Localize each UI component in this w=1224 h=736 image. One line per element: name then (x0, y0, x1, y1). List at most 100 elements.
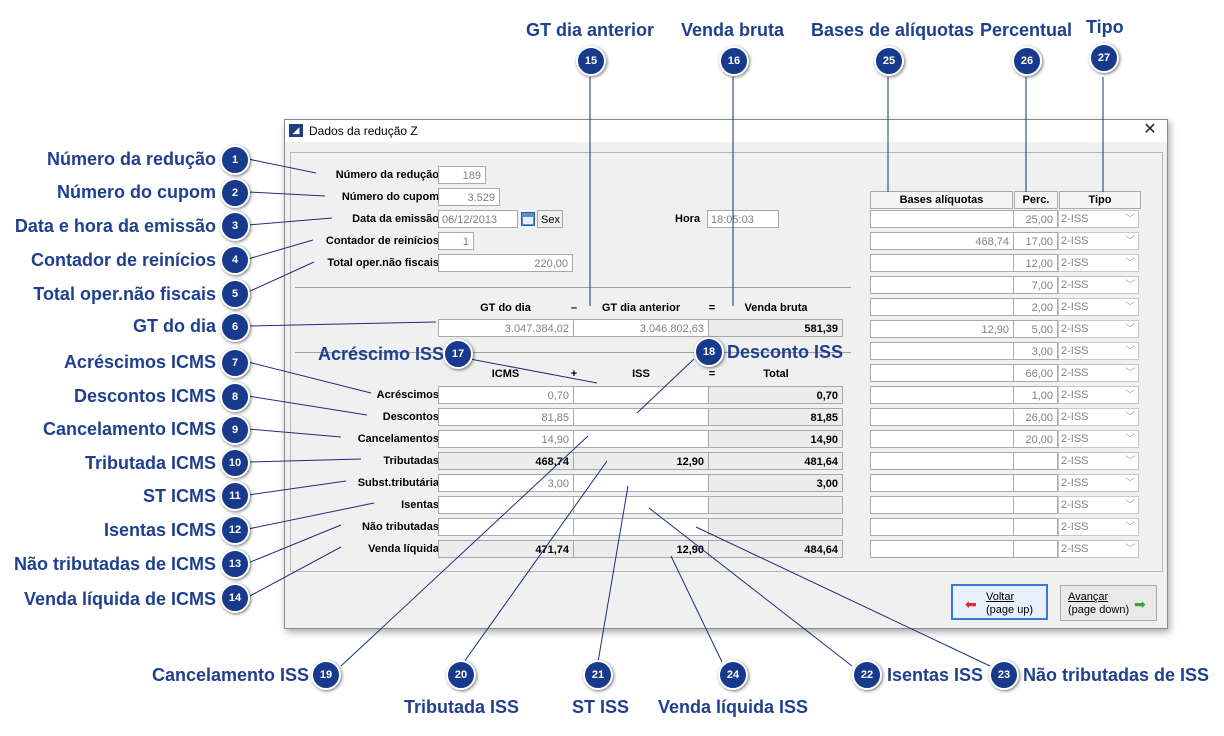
callout-13-badge: 13 (220, 549, 250, 579)
tipo-select[interactable]: 2-ISS ﹀ (1058, 364, 1139, 382)
callout-27-badge: 27 (1089, 43, 1119, 73)
percentual-cell[interactable]: 17,00 (1013, 232, 1058, 250)
callout-14-label: Venda líquida de ICMS (23, 589, 216, 609)
gt-anterior-field[interactable]: 3.046.802,63 (573, 319, 709, 337)
chevron-down-icon[interactable]: ﹀ (1125, 456, 1135, 467)
tipo-select[interactable]: 2-ISS﹀ (1058, 408, 1139, 426)
tipo-select[interactable]: 2-ISS﹀ (1058, 496, 1139, 514)
callout-2-label: Número do cupom (56, 182, 216, 202)
tipo-select[interactable]: 2-ISS﹀ (1058, 298, 1139, 316)
chevron-down-icon[interactable]: ﹀ (1125, 544, 1135, 555)
callout-19-badge: 19 (311, 660, 341, 690)
hora-field[interactable]: 18:05:03 (707, 210, 779, 228)
close-icon[interactable]: ✕ (1143, 121, 1157, 138)
chevron-down-icon[interactable]: ﹀ (1125, 280, 1135, 291)
icms-cell[interactable]: 0,70 (438, 386, 574, 404)
reducao-panel: Número da redução 189 Número do cupom 3.… (290, 152, 1163, 572)
base-aliquota-cell[interactable]: 12,90 (870, 320, 1014, 338)
callout-5-badge: 5 (220, 279, 250, 309)
percentual-cell[interactable] (1013, 474, 1058, 492)
total-cell: 14,90 (708, 430, 843, 448)
chevron-down-icon[interactable]: ﹀ (1125, 368, 1135, 379)
percentual-cell[interactable]: 3,00 (1013, 342, 1058, 360)
chevron-down-icon[interactable]: ﹀ (1125, 324, 1135, 335)
avancar-button[interactable]: Avançar (page down) ➡ (1060, 585, 1157, 621)
tipo-select[interactable]: 2-ISS﹀ (1058, 474, 1139, 492)
callout-25-label: Bases de alíquotas (811, 20, 975, 40)
chevron-down-icon[interactable]: ﹀ (1125, 302, 1135, 313)
tipo-select[interactable]: 2-ISS﹀ (1058, 342, 1139, 360)
percentual-cell[interactable]: 25,00 (1013, 210, 1058, 228)
percentual-cell[interactable]: 66,00 (1013, 364, 1058, 382)
percentual-cell[interactable]: 26,00 (1013, 408, 1058, 426)
chevron-down-icon[interactable]: ﹀ (1125, 500, 1135, 511)
tipo-select[interactable]: 2-ISS﹀ (1058, 452, 1139, 470)
percentual-cell[interactable]: 2,00 (1013, 298, 1058, 316)
tipo-select-value: 2-ISS (1061, 367, 1089, 379)
chevron-down-icon[interactable]: ﹀ (1125, 214, 1135, 225)
total-oper-nao-fiscais-field[interactable]: 220,00 (438, 254, 573, 272)
tipo-select[interactable]: 2-ISS﹀ (1058, 386, 1139, 404)
tipo-select[interactable]: 2-ISS﹀ (1058, 276, 1139, 294)
callout-21-badge: 21 (583, 660, 613, 690)
callout-23-badge: 23 (989, 660, 1019, 690)
icms-cell[interactable]: 81,85 (438, 408, 574, 426)
chevron-down-icon[interactable]: ﹀ (1125, 258, 1135, 269)
data-emissao-label: Data da emissão (352, 213, 439, 225)
tipo-select[interactable]: 2-ISS﹀ (1058, 254, 1139, 272)
percentual-cell[interactable] (1013, 452, 1058, 470)
callout-17-label: Acréscimo ISS (318, 344, 445, 364)
arrow-right-icon: ➡ (1134, 596, 1146, 612)
reducao-z-window: ◢ Dados da redução Z ✕ Número da redução… (284, 119, 1168, 629)
icms-cell[interactable]: 3,00 (438, 474, 574, 492)
tipo-select[interactable]: 2-ISS﹀ (1058, 518, 1139, 536)
totals-row-label: Acréscimos (376, 389, 439, 401)
chevron-down-icon[interactable]: ﹀ (1125, 236, 1135, 247)
weekday-badge: Sex (537, 210, 563, 228)
voltar-button[interactable]: ⬅ Voltar (page up) (951, 584, 1048, 620)
gt-dia-field[interactable]: 3.047.384,02 (438, 319, 574, 337)
percentual-cell[interactable]: 5,00 (1013, 320, 1058, 338)
chevron-down-icon[interactable]: ﹀ (1125, 522, 1135, 533)
callout-7-badge: 7 (220, 348, 250, 378)
tipo-select[interactable]: 2-ISS﹀ (1058, 430, 1139, 448)
total-cell: 81,85 (708, 408, 843, 426)
callout-11-label: ST ICMS (142, 486, 216, 506)
icms-cell[interactable]: 14,90 (438, 430, 574, 448)
contador-reinicios-field[interactable]: 1 (438, 232, 474, 250)
percentual-cell[interactable]: 1,00 (1013, 386, 1058, 404)
callout-10-badge: 10 (220, 448, 250, 478)
tipo-select[interactable]: 2-ISS﹀ (1058, 540, 1139, 558)
data-emissao-field[interactable]: 06/12/2013 (438, 210, 518, 228)
callout-4-label: Contador de reinícios (30, 250, 216, 270)
contador-reinicios-label: Contador de reinícios (325, 235, 439, 247)
separator-2 (295, 352, 851, 353)
tipo-select[interactable]: 2-ISS﹀ (1058, 232, 1139, 250)
total-cell: 481,64 (708, 452, 843, 470)
calendar-icon[interactable] (521, 212, 535, 226)
percentual-cell[interactable] (1013, 518, 1058, 536)
chevron-down-icon[interactable]: ﹀ (1125, 434, 1135, 445)
tipo-select[interactable]: 2-ISS﹀ (1058, 320, 1139, 338)
tipo-select[interactable]: 2-ISS﹀ (1058, 210, 1139, 228)
gt-anterior-header: GT dia anterior (601, 302, 681, 314)
callout-27-label: Tipo (1086, 17, 1124, 37)
percentual-cell[interactable] (1013, 540, 1058, 558)
percentual-cell[interactable] (1013, 496, 1058, 514)
callout-16-label: Venda bruta (681, 20, 785, 40)
callout-6-label: GT do dia (133, 316, 216, 336)
percentual-cell[interactable]: 7,00 (1013, 276, 1058, 294)
avancar-shortcut: (page down) (1068, 604, 1130, 616)
chevron-down-icon[interactable]: ﹀ (1125, 478, 1135, 489)
voltar-label: Voltar (986, 591, 1015, 603)
numero-reducao-field[interactable]: 189 (438, 166, 486, 184)
base-aliquota-cell[interactable]: 468,74 (870, 232, 1014, 250)
chevron-down-icon[interactable]: ﹀ (1125, 346, 1135, 357)
chevron-down-icon[interactable]: ﹀ (1125, 390, 1135, 401)
percentual-cell[interactable]: 20,00 (1013, 430, 1058, 448)
numero-cupom-field[interactable]: 3.529 (438, 188, 500, 206)
total-header: Total (763, 368, 789, 380)
chevron-down-icon[interactable]: ﹀ (1125, 412, 1135, 423)
total-oper-nao-fiscais-label: Total oper.não fiscais (327, 257, 439, 269)
percentual-cell[interactable]: 12,00 (1013, 254, 1058, 272)
